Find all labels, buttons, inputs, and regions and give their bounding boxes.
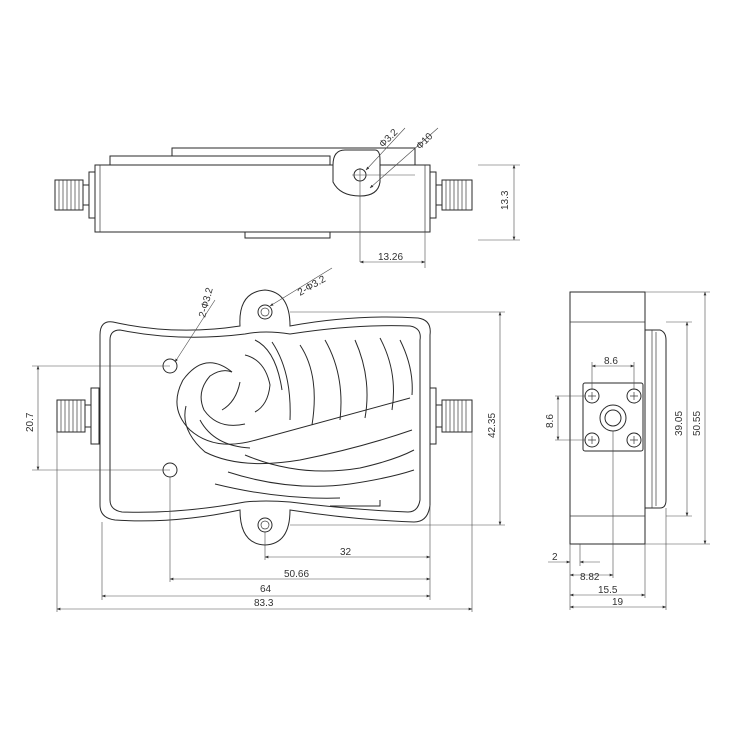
side-right-connector: [429, 171, 473, 219]
side-offset-label: 13.26: [378, 252, 403, 263]
top-dim-833-label: 83.3: [254, 598, 274, 609]
top-body-outline: [99, 289, 431, 546]
side-hole-dia-label: Ф3.2: [377, 127, 400, 150]
end-dim-86v-label: 8.6: [545, 414, 556, 428]
top-height-label: 42.35: [487, 413, 498, 438]
side-mounting-boss: [332, 149, 381, 197]
top-dim-64-label: 64: [260, 584, 272, 595]
end-dim-19-label: 19: [612, 597, 624, 608]
end-dim-2-label: 2: [552, 552, 558, 563]
side-left-connector: [54, 171, 96, 219]
side-view: Ф3.2 Ф10 13.3 13.26: [54, 127, 520, 268]
top-hole-right-label: 2-Ф3.2: [296, 274, 328, 299]
side-height-label: 13.3: [500, 190, 511, 210]
top-dim-32-label: 32: [340, 547, 352, 558]
end-dim-882-label: 8.82: [580, 572, 600, 583]
heatsink-swirl: [176, 337, 415, 507]
end-view: 8.6 8.6 39.05 50.55 2 8.82 15.5 19: [545, 291, 710, 610]
top-tab-hole-upper: [257, 304, 273, 320]
side-boss-dia-label: Ф10: [414, 131, 435, 152]
top-body-inner: [109, 325, 421, 513]
top-view: 2-Ф3.2 2-Ф3.2 20.7 42.35 32 50.66 64 83.…: [25, 267, 505, 612]
end-dim-86h-label: 8.6: [604, 356, 618, 367]
end-dim-3905-label: 39.05: [674, 411, 685, 436]
end-dim-155-label: 15.5: [598, 585, 618, 596]
top-dim-5066-label: 50.66: [284, 569, 309, 580]
top-right-connector: [427, 387, 473, 445]
top-hole-spacing-label: 20.7: [25, 412, 36, 432]
end-dim-5055-label: 50.55: [692, 411, 703, 436]
top-left-connector: [56, 387, 100, 445]
